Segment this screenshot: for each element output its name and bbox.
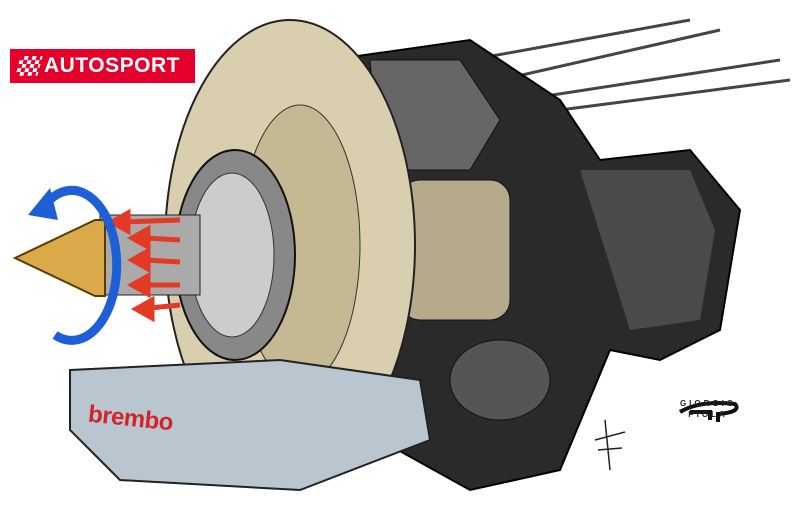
artist-credit: GIORGIO PIOLA [668,398,748,420]
upright-housing [329,38,742,492]
signature [594,419,626,471]
credit-line-2: PIOLA [688,410,728,419]
rotation-arrow-icon [28,185,122,345]
logo-text: AUTOSPORT [44,54,180,77]
airflow-arrows [106,208,181,323]
giorgio-piola-logo-mark [678,401,739,422]
credit-line-1: GIORGIO [679,399,737,408]
brake-caliper [69,358,432,492]
autosport-logo: AUTOSPORT [10,49,195,83]
suspension-rods [469,18,791,112]
checkered-flag-icon [15,56,43,76]
nut-cone [12,219,106,297]
